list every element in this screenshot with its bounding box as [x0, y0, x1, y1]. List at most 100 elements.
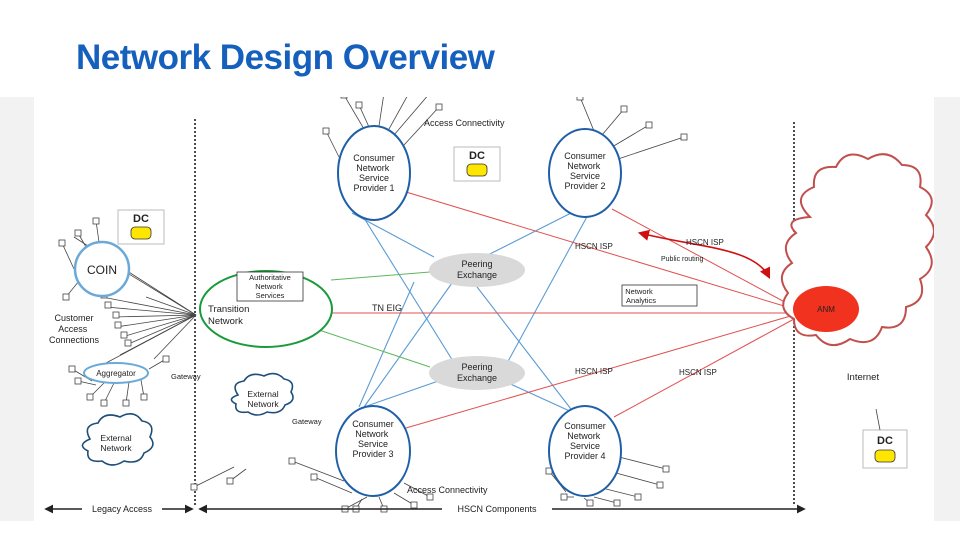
endpoint-device — [340, 91, 348, 99]
spoke-line — [618, 456, 667, 470]
customer-access-line — [105, 306, 197, 316]
spoke-line — [95, 220, 100, 243]
internet-dc-link — [875, 408, 881, 431]
hscn-components-label-bg — [442, 503, 552, 515]
cnsp4-ellipse[interactable] — [548, 405, 622, 497]
cnsp1-ellipse[interactable] — [337, 125, 411, 221]
customer-access-line — [101, 296, 197, 316]
spoke-line — [193, 466, 235, 488]
legacy-access-label: Legacy Access — [92, 504, 153, 514]
spoke-line — [593, 496, 618, 504]
endpoint-device — [560, 493, 568, 501]
spoke-line — [403, 482, 431, 498]
endpoint-device — [140, 393, 148, 401]
dc-icon-left: DC — [117, 209, 165, 245]
spoke-line — [388, 92, 410, 130]
endpoint-device — [86, 393, 94, 401]
svg-text:DC: DC — [877, 435, 893, 447]
endpoint-device — [322, 127, 330, 135]
cnsp3-ellipse[interactable] — [335, 405, 411, 497]
endpoint-device — [656, 481, 664, 489]
endpoint-device — [226, 477, 234, 485]
customer-access-line — [145, 296, 197, 316]
spoke-line — [617, 136, 685, 160]
customer-access-line — [113, 314, 197, 318]
spoke-line — [601, 108, 625, 136]
customer-access-line — [121, 314, 197, 338]
internet-label: Internet — [847, 372, 880, 383]
aggregator-label: Aggregator — [96, 369, 136, 378]
customer-access-line — [115, 314, 197, 328]
spoke-line — [403, 106, 440, 146]
external-network-left[interactable] — [81, 413, 154, 466]
aggregator-node[interactable] — [83, 362, 149, 384]
customer-access-line — [105, 314, 197, 364]
peering-exchange-2[interactable] — [429, 356, 525, 390]
endpoint-device — [620, 105, 628, 113]
spoke-line — [378, 92, 385, 127]
endpoint-device — [310, 473, 318, 481]
endpoint-device — [435, 103, 443, 111]
slide-title: Network Design Overview — [76, 38, 495, 77]
endpoint-device — [122, 399, 130, 407]
endpoint-device — [68, 365, 76, 373]
green-links — [318, 271, 431, 368]
public-routing-arrow — [637, 229, 771, 280]
spoke-line — [605, 488, 639, 498]
hscn-isp-label-2: HSCN ISP — [686, 238, 724, 247]
spoke-line — [343, 94, 365, 130]
coin-label: COIN — [87, 263, 117, 277]
peering-exchange-1[interactable] — [429, 253, 525, 287]
coin-node[interactable] — [73, 240, 131, 298]
customer-endpoint — [124, 339, 132, 347]
access-connectivity-bottom: Access Connectivity — [407, 485, 488, 495]
external-network-mid[interactable] — [230, 372, 294, 416]
authoritative-network-services-box[interactable] — [236, 271, 304, 302]
endpoint-device — [355, 101, 363, 109]
customer-endpoint — [104, 301, 112, 309]
hscn-isp-label-4: HSCN ISP — [679, 368, 717, 377]
anm-label: ANM — [817, 305, 835, 314]
gateway-left-label: Gateway — [171, 372, 201, 381]
spoke-line — [291, 460, 345, 482]
endpoint-device — [662, 465, 670, 473]
customer-endpoint — [112, 311, 120, 319]
spoke-line — [615, 472, 661, 486]
endpoint-device — [74, 377, 82, 385]
endpoint-device — [288, 457, 296, 465]
endpoint-device — [613, 499, 621, 507]
endpoint-device — [576, 93, 584, 101]
endpoint-device — [634, 493, 642, 501]
customer-endpoint — [114, 321, 122, 329]
anm-node[interactable] — [793, 286, 859, 332]
endpoint-device — [586, 499, 594, 507]
endpoint-device — [92, 217, 100, 225]
hscn-components-label: HSCN Components — [457, 504, 537, 514]
endpoint-device — [426, 493, 434, 501]
endpoint-device — [680, 133, 688, 141]
spoke-line — [579, 96, 595, 132]
spoke-line — [358, 104, 370, 128]
customer-access-line — [125, 314, 197, 346]
cnsp2-ellipse[interactable] — [548, 128, 622, 218]
network-analytics-box[interactable] — [621, 284, 698, 307]
svg-text:DC: DC — [133, 213, 149, 225]
spoke-line — [611, 124, 650, 148]
endpoint-device — [162, 355, 170, 363]
spoke-line — [61, 242, 75, 270]
spoke-line — [125, 381, 130, 404]
spoke-line — [325, 130, 340, 158]
hscn-isp-label-1: HSCN ISP — [575, 242, 613, 251]
customer-access-line — [153, 314, 197, 360]
